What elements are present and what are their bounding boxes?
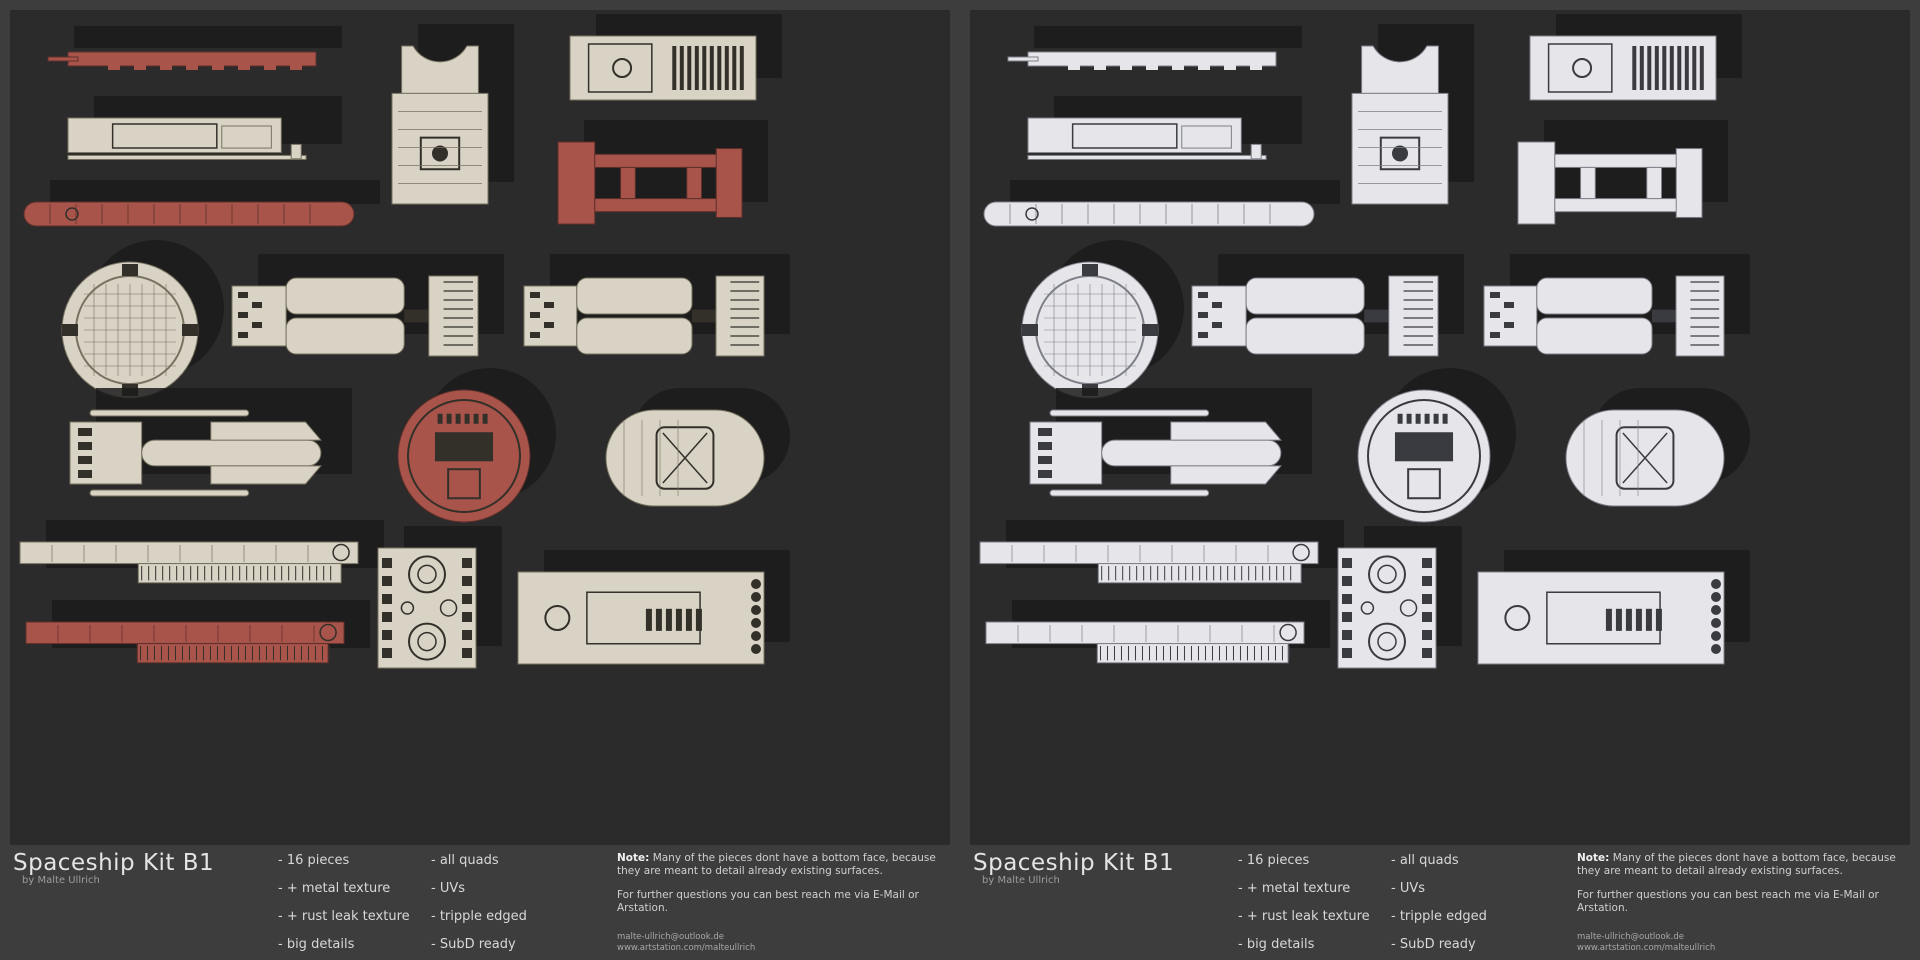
fan-block-piece — [1337, 526, 1462, 669]
feature-all-quads: - all quads — [1391, 853, 1459, 868]
round-hatch-piece — [61, 240, 224, 399]
fuel-tank-piece-b — [523, 254, 790, 357]
oval-plate-piece — [605, 388, 790, 507]
email-address: malte-ullrich@outlook.de — [1577, 932, 1684, 942]
feature-subd: - SubD ready — [1391, 937, 1476, 952]
feature-rust-texture: - + rust leak texture — [278, 909, 410, 924]
feature-edged: - tripple edged — [431, 909, 527, 924]
kit-title: Spaceship Kit B1 — [973, 850, 1175, 876]
feature-big-details: - big details — [1238, 937, 1315, 952]
feature-metal-texture: - + metal texture — [278, 881, 391, 896]
feature-pieces: - 16 pieces — [1238, 853, 1310, 868]
round-hatch-piece — [1021, 240, 1184, 399]
note-label: Note: — [617, 852, 650, 864]
email-address: malte-ullrich@outlook.de — [617, 932, 724, 942]
long-tube-piece — [983, 180, 1340, 227]
feature-subd: - SubD ready — [431, 937, 516, 952]
claw-mount-piece — [391, 24, 514, 205]
note-label: Note: — [1577, 852, 1610, 864]
info-footer: Spaceship Kit B1 by Malte Ullrich - 16 p… — [960, 845, 1920, 960]
cylinder-frame-piece — [557, 120, 768, 225]
feature-big-details: - big details — [278, 937, 355, 952]
gun-rail-piece — [47, 26, 342, 70]
wireframe-render-panel: Spaceship Kit B1 by Malte Ullrich - 16 p… — [960, 0, 1920, 960]
note-block: Note: Many of the pieces dont have a bot… — [617, 852, 947, 914]
claw-mount-piece — [1351, 24, 1474, 205]
round-vent-piece — [1357, 368, 1516, 523]
textured-render-panel: Spaceship Kit B1 by Malte Ullrich - 16 p… — [0, 10, 960, 960]
info-footer: Spaceship Kit B1 by Malte Ullrich - 16 p… — [0, 845, 960, 960]
rusted-strip-piece — [985, 600, 1330, 664]
thruster-piece — [69, 388, 352, 497]
fan-block-piece — [377, 526, 502, 669]
rusted-strip-piece — [25, 600, 370, 664]
conduit-box-piece — [67, 96, 342, 160]
feature-metal-texture: - + metal texture — [1238, 881, 1351, 896]
feature-uvs: - UVs — [1391, 881, 1426, 896]
feature-all-quads: - all quads — [431, 853, 499, 868]
conduit-box-piece — [1027, 96, 1302, 160]
engine-deck-piece — [517, 550, 790, 665]
render-canvas — [10, 10, 950, 845]
control-panel-piece — [569, 14, 782, 101]
kit-pieces-render — [979, 14, 1750, 669]
long-tube-piece — [23, 180, 380, 227]
panel-strip-piece — [19, 520, 384, 584]
kit-pieces-render — [19, 14, 790, 669]
gun-rail-piece — [1007, 26, 1302, 70]
feature-edged: - tripple edged — [1391, 909, 1487, 924]
fuel-tank-piece-a — [231, 254, 504, 357]
engine-deck-piece — [1477, 550, 1750, 665]
note-block: Note: Many of the pieces dont have a bot… — [1577, 852, 1907, 914]
fuel-tank-piece-b — [1483, 254, 1750, 357]
oval-plate-piece — [1565, 388, 1750, 507]
thruster-piece — [1029, 388, 1312, 497]
website-url: www.artstation.com/malteullrich — [617, 943, 756, 953]
author-byline: by Malte Ullrich — [982, 875, 1060, 886]
note-text: Many of the pieces dont have a bottom fa… — [1577, 852, 1896, 877]
control-panel-piece — [1529, 14, 1742, 101]
panel-strip-piece — [979, 520, 1344, 584]
website-url: www.artstation.com/malteullrich — [1577, 943, 1716, 953]
feature-rust-texture: - + rust leak texture — [1238, 909, 1370, 924]
feature-pieces: - 16 pieces — [278, 853, 350, 868]
kit-title: Spaceship Kit B1 — [13, 850, 215, 876]
cylinder-frame-piece — [1517, 120, 1728, 225]
note-text: Many of the pieces dont have a bottom fa… — [617, 852, 936, 877]
render-canvas — [970, 10, 1910, 845]
fuel-tank-piece-a — [1191, 254, 1464, 357]
questions-text: For further questions you can best reach… — [617, 889, 919, 914]
author-byline: by Malte Ullrich — [22, 875, 100, 886]
feature-uvs: - UVs — [431, 881, 466, 896]
questions-text: For further questions you can best reach… — [1577, 889, 1879, 914]
round-vent-piece — [397, 368, 556, 523]
